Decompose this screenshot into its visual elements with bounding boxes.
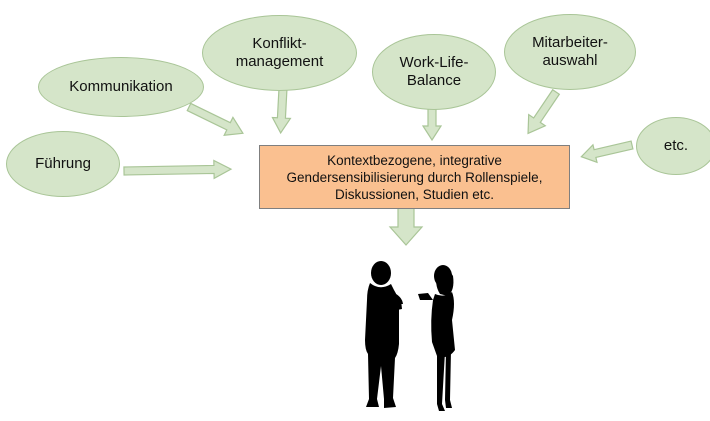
node-etc: etc. [636,117,710,175]
man-silhouette [365,261,403,408]
node-fuehrung-label: Führung [35,155,91,172]
node-etc-label: etc. [663,137,689,154]
node-konfliktmanagement-label: Konflikt- management [235,35,324,70]
arrow-etc [580,140,634,164]
center-box-label: Kontextbezogene, integrative Gendersensi… [286,152,543,202]
arrow-kommunikation [186,102,244,136]
node-work-life-balance-label: Work-Life- Balance [399,54,469,89]
woman-silhouette [418,265,455,411]
arrow-fuehrung [123,159,233,180]
node-kommunikation: Kommunikation [38,57,204,117]
node-mitarbeiterauswahl-label: Mitarbeiter- auswahl [532,34,608,69]
arrow-konfliktmanagement [271,87,292,135]
node-kommunikation-label: Kommunikation [69,78,173,95]
node-mitarbeiterauswahl: Mitarbeiter- auswahl [504,14,636,90]
two-people-talking-silhouette [365,261,455,411]
node-fuehrung: Führung [6,131,120,197]
node-work-life-balance: Work-Life- Balance [372,34,496,110]
node-konfliktmanagement: Konflikt- management [202,15,357,91]
arrow-mitarbeiterauswahl [527,88,561,135]
arrow-center-down [388,206,424,246]
center-box: Kontextbezogene, integrative Gendersensi… [259,145,570,209]
arrow-work-life-balance [421,107,443,142]
